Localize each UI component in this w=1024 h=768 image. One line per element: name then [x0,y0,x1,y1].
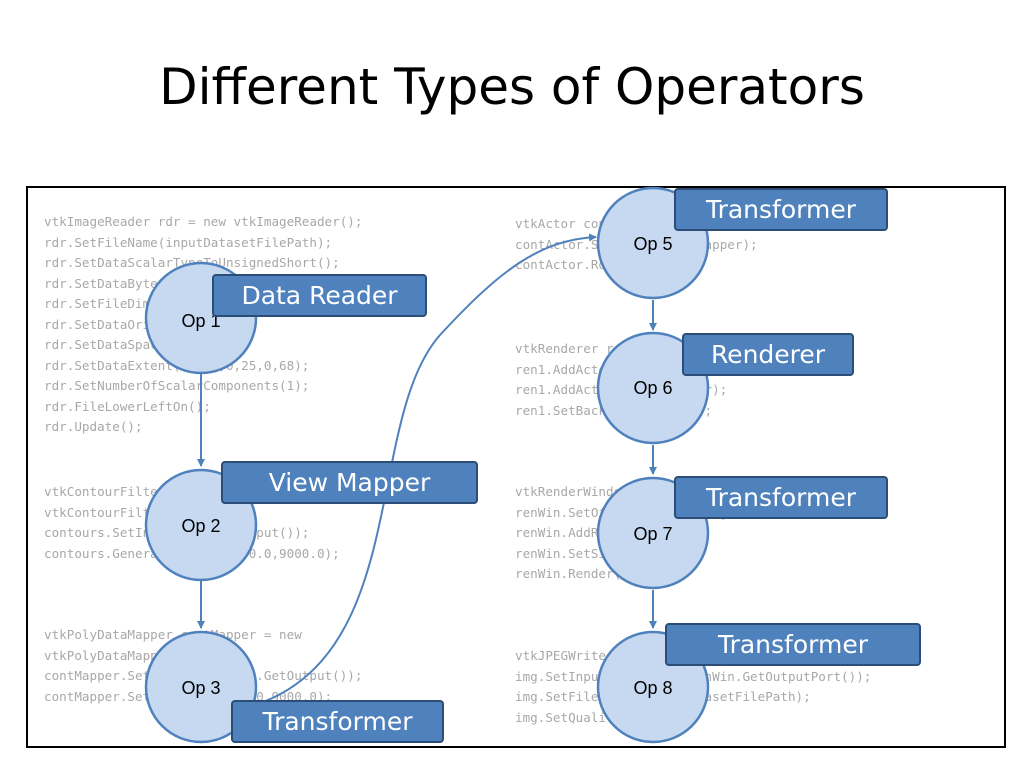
slide-title: Different Types of Operators [159,58,865,116]
tag-data-reader: Data Reader [212,274,427,317]
tag-view-mapper: View Mapper [221,461,478,504]
tag-renderer: Renderer [682,333,854,376]
code-block-mapper: vtkPolyDataMapper contMapper = new vtkPo… [44,627,362,704]
node-op7-label: Op 7 [633,524,673,544]
tag-transformer-op7: Transformer [674,476,888,519]
node-op1-label: Op 1 [181,311,221,331]
node-op6 [596,331,710,445]
node-op5-label: Op 5 [633,234,673,254]
code-block-reader: vtkImageReader rdr = new vtkImageReader(… [44,214,363,434]
node-op8-label: Op 8 [633,678,673,698]
tag-transformer-op5: Transformer [674,188,888,231]
tag-transformer-op3: Transformer [231,700,444,743]
node-op2-label: Op 2 [181,516,221,536]
node-op3-label: Op 3 [181,678,221,698]
node-op6-label: Op 6 [633,378,673,398]
diagram-frame [26,186,1006,748]
tag-transformer-op8: Transformer [665,623,921,666]
edge-op3-op5 [257,233,597,705]
node-op3 [144,630,258,744]
